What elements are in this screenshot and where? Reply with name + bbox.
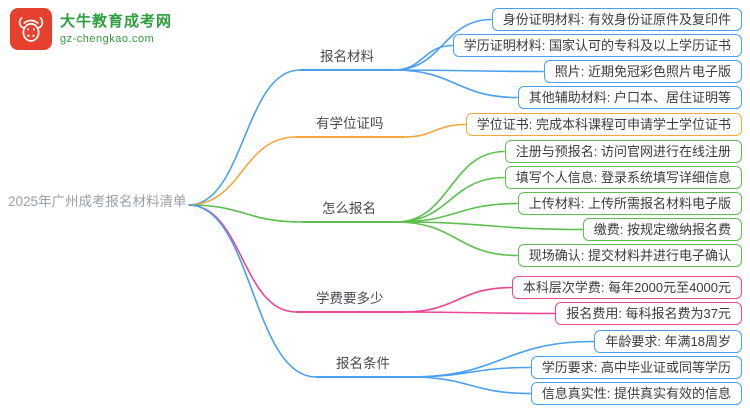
branch-label-materials: 报名材料 [300,48,394,71]
leaf-node: 注册与预报名: 访问官网进行在线注册 [504,140,742,163]
branch-label-tuition: 学费要多少 [296,290,404,313]
site-logo: 大牛教育成考网 gz-chengkao.com [10,8,172,50]
root-node: 2025年广州成考报名材料清单 [8,194,187,209]
logo-text: 大牛教育成考网 gz-chengkao.com [60,13,172,46]
branch-label-requirements: 报名条件 [316,355,410,378]
leaf-node: 其他辅助材料: 户口本、居住证明等 [517,86,742,109]
leaf-node: 报名费用: 每科报名费为37元 [555,302,742,325]
leaf-node: 填写个人信息: 登录系统填写详细信息 [504,166,742,189]
branch-label-how-to-register: 怎么报名 [302,200,396,223]
leaf-node: 缴费: 按规定缴纳报名费 [582,218,742,241]
leaf-node: 照片: 近期免冠彩色照片电子版 [543,60,742,83]
leaf-node: 年龄要求: 年满18周岁 [594,330,742,353]
leaf-node: 学历证明材料: 国家认可的专科及以上学历证书 [452,34,742,57]
branch-label-degree-cert: 有学位证吗 [296,115,404,138]
leaf-node: 学位证书: 完成本科课程可申请学士学位证书 [465,113,742,136]
leaf-node: 学历要求: 高中毕业证或同等学历 [530,356,742,379]
leaf-node: 信息真实性: 提供真实有效的信息 [530,382,742,405]
leaf-node: 本科层次学费: 每年2000元至4000元 [511,276,742,299]
leaf-node: 身份证明材料: 有效身份证原件及复印件 [491,8,742,31]
leaf-node: 上传材料: 上传所需报名材料电子版 [517,192,742,215]
bull-icon [10,8,52,50]
logo-domain: gz-chengkao.com [60,32,155,45]
leaf-node: 现场确认: 提交材料并进行电子确认 [517,244,742,267]
logo-title: 大牛教育成考网 [60,12,173,30]
